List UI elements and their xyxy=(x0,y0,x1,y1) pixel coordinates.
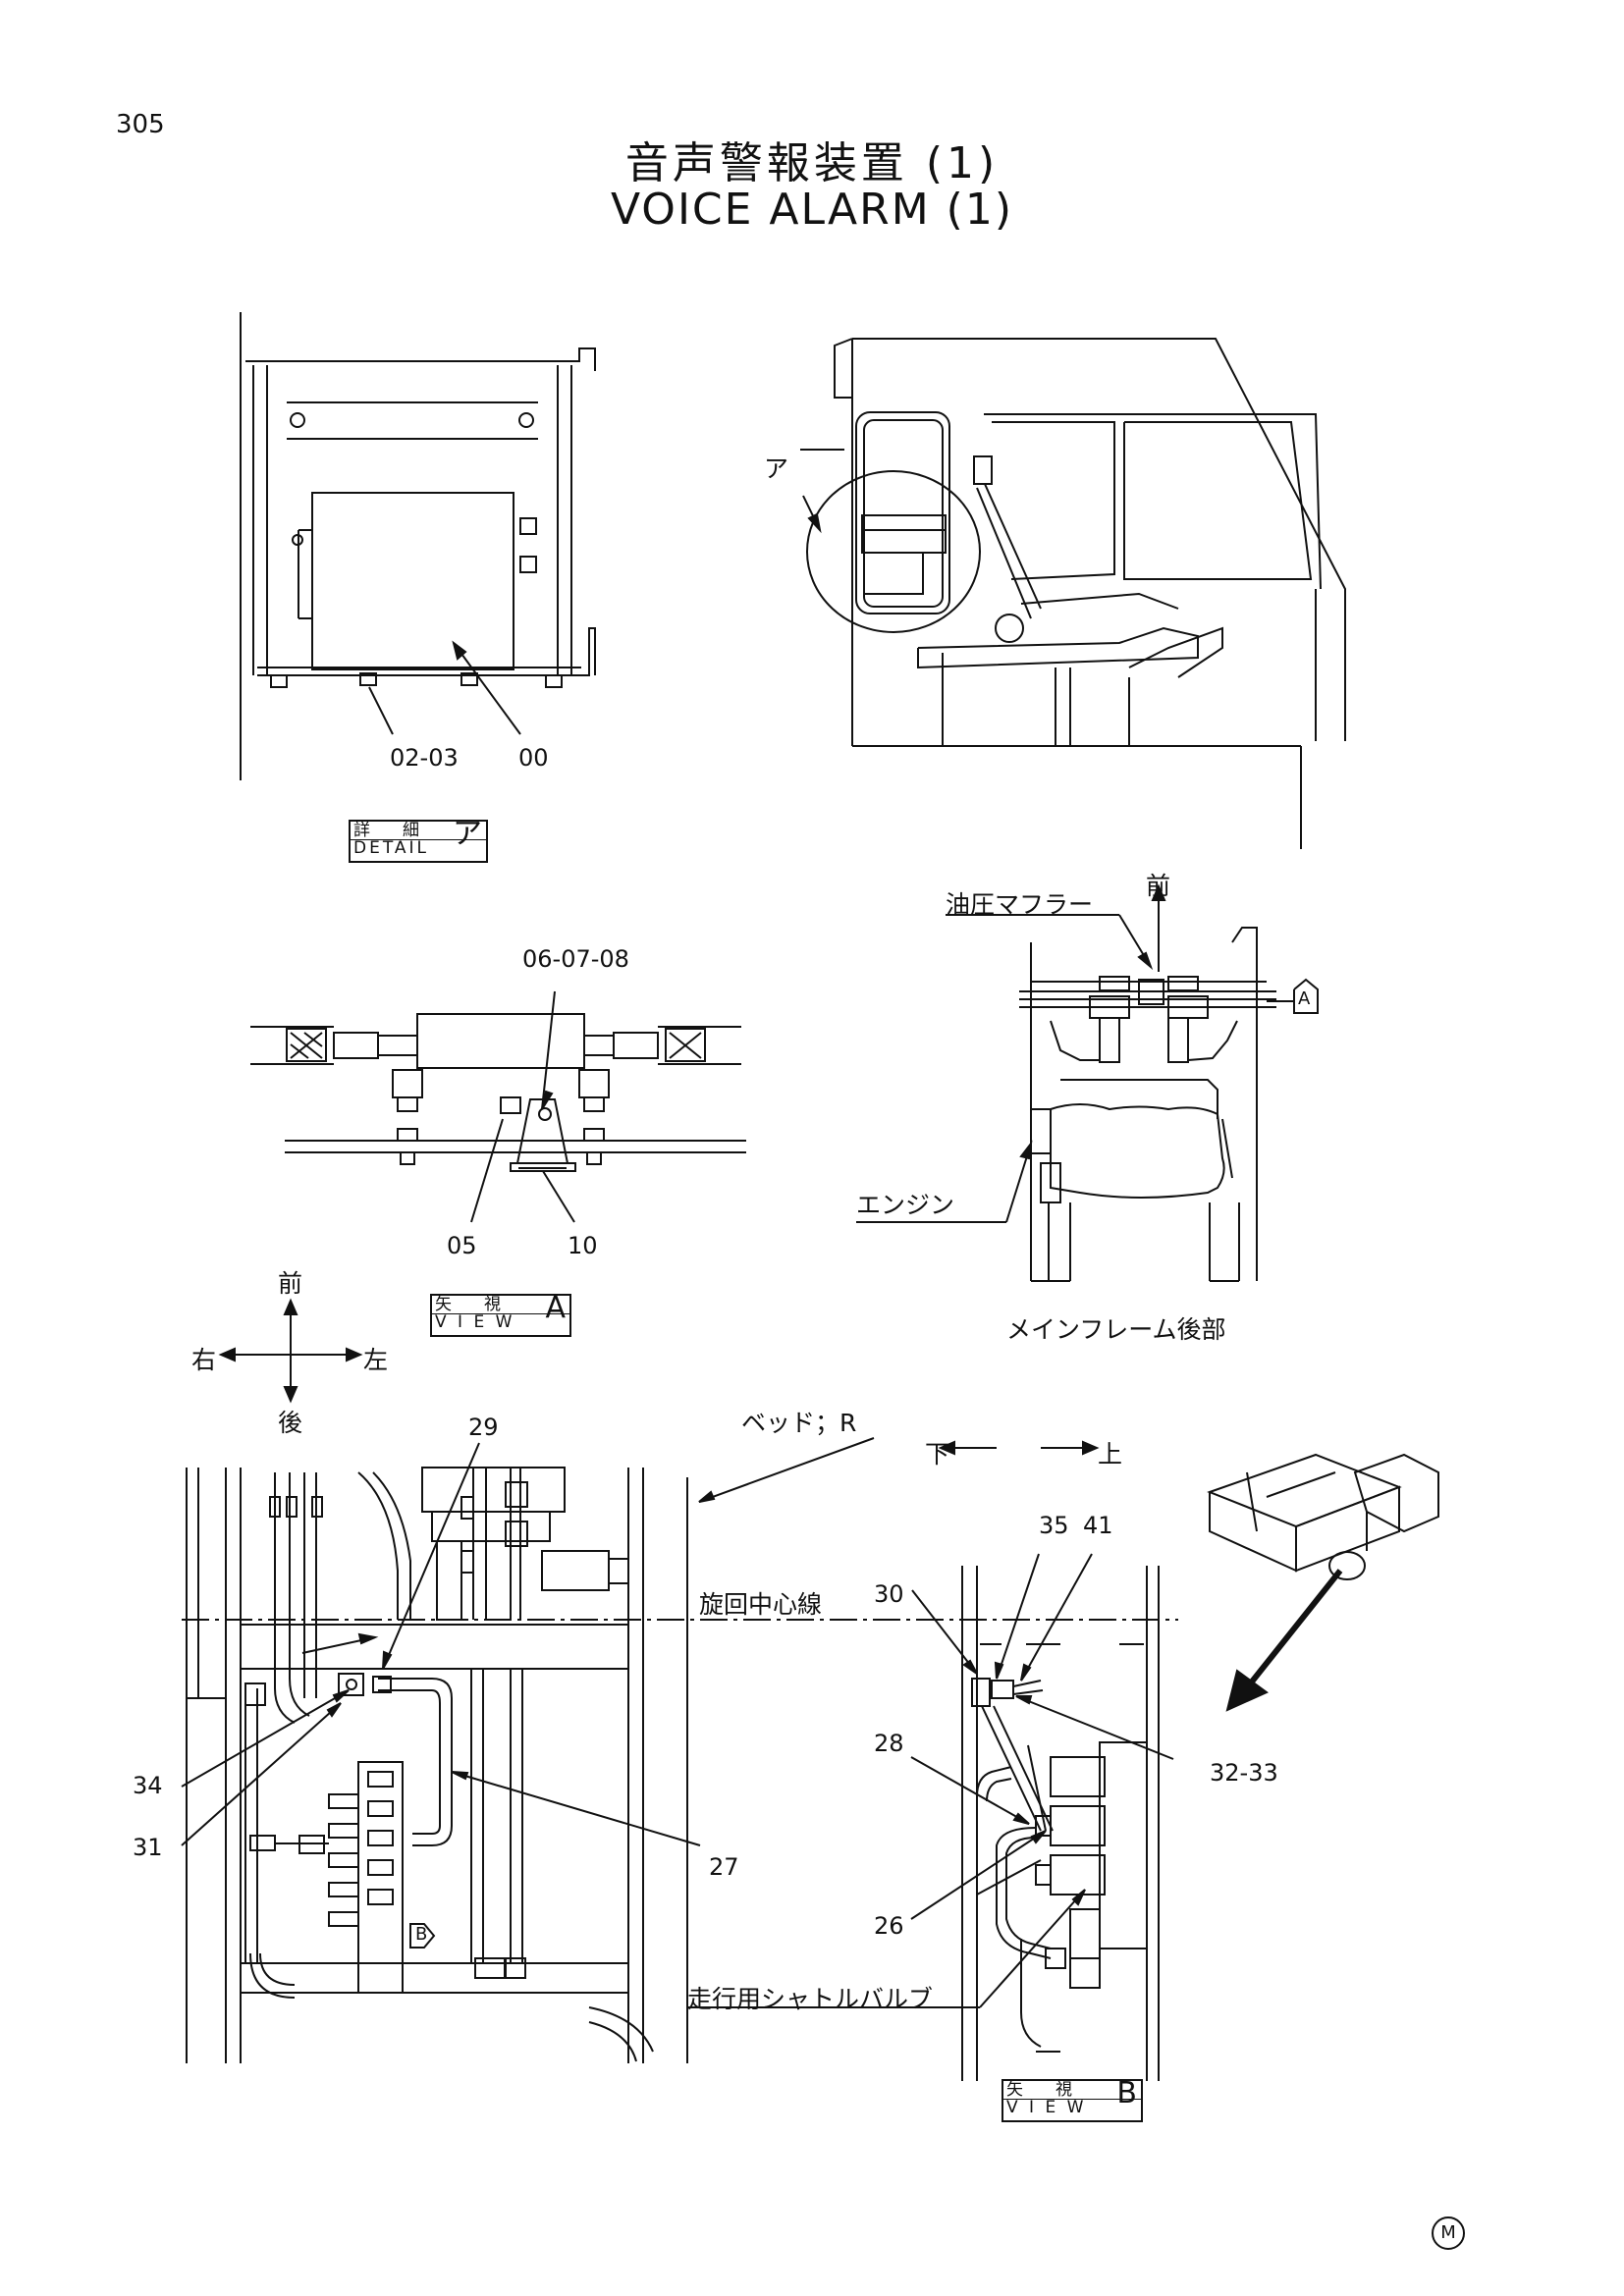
compass-drawing xyxy=(218,1298,363,1404)
part-label-28: 28 xyxy=(874,1730,904,1757)
title-japanese: 音声警報装置 (1) xyxy=(624,138,1000,188)
part-label-32-33: 32-33 xyxy=(1210,1759,1278,1787)
part-label-35: 35 xyxy=(1039,1512,1069,1539)
view-b-hydraulics-drawing xyxy=(181,1437,1178,2063)
view-b-shuttle-drawing xyxy=(687,1440,1174,2081)
part-label-26: 26 xyxy=(874,1912,904,1940)
compass-front: 前 xyxy=(278,1269,303,1298)
main-frame-rear-caption: メインフレーム後部 xyxy=(1006,1315,1226,1344)
view-a-box-jp: 矢 視 xyxy=(435,1295,509,1314)
part-label-30: 30 xyxy=(874,1580,904,1608)
part-label-41: 41 xyxy=(1083,1512,1113,1539)
part-label-02-03: 02-03 xyxy=(390,744,459,772)
swing-center-line-label: 旋回中心線 xyxy=(699,1590,823,1619)
machine-isometric-sketch xyxy=(1207,1453,1439,1712)
part-label-05: 05 xyxy=(447,1232,477,1259)
cab-side-view xyxy=(800,338,1346,849)
part-label-29: 29 xyxy=(468,1414,499,1441)
view-b-box-mark: B xyxy=(1116,2076,1137,2110)
part-label-34: 34 xyxy=(133,1772,163,1799)
maker-mark-logo: M xyxy=(1432,2216,1465,2250)
title-english: VOICE ALARM (1) xyxy=(610,185,1013,235)
bed-r-label: ベッド；R xyxy=(741,1409,857,1437)
compass-rear: 後 xyxy=(278,1409,303,1437)
detail-a-drawing xyxy=(240,312,596,780)
cab-callout-label: ア xyxy=(764,454,789,483)
travel-shuttle-valve-label: 走行用シャトルバルブ xyxy=(687,1985,934,2013)
engine-label: エンジン xyxy=(856,1191,955,1219)
view-a-box-mark: A xyxy=(545,1291,566,1325)
compass-left: 左 xyxy=(363,1346,389,1374)
part-label-31: 31 xyxy=(133,1834,163,1861)
hydraulic-muffler-label: 油圧マフラー xyxy=(946,890,1094,919)
page-number: 305 xyxy=(116,110,165,139)
detail-a-box-en: DETAIL xyxy=(351,839,486,858)
view-b-box: 矢 視 V I E W B xyxy=(1001,2079,1143,2122)
view-a-drawing xyxy=(250,990,746,1223)
view-a-arrow-mark: A xyxy=(1298,988,1311,1009)
direction-down-label: 下 xyxy=(925,1440,950,1468)
view-b-box-en: V I E W xyxy=(1003,2099,1141,2117)
detail-a-box-jp: 詳 細 xyxy=(353,821,427,840)
detail-a-box: 詳 細 DETAIL ア xyxy=(349,820,488,863)
direction-up-label: 上 xyxy=(1098,1440,1123,1468)
view-b-box-jp: 矢 視 xyxy=(1006,2080,1080,2100)
part-label-06-07-08: 06-07-08 xyxy=(522,945,629,973)
part-label-27: 27 xyxy=(709,1853,739,1881)
frame-front-label: 前 xyxy=(1146,872,1171,900)
compass-right: 右 xyxy=(191,1346,217,1374)
main-frame-rear-drawing xyxy=(856,883,1319,1282)
detail-a-box-mark: ア xyxy=(453,817,482,851)
part-label-00: 00 xyxy=(518,744,549,772)
view-a-box: 矢 視 V I E W A xyxy=(430,1294,571,1337)
view-b-arrow-mark: B xyxy=(415,1924,428,1945)
view-a-box-en: V I E W xyxy=(432,1313,569,1332)
part-label-10: 10 xyxy=(568,1232,598,1259)
